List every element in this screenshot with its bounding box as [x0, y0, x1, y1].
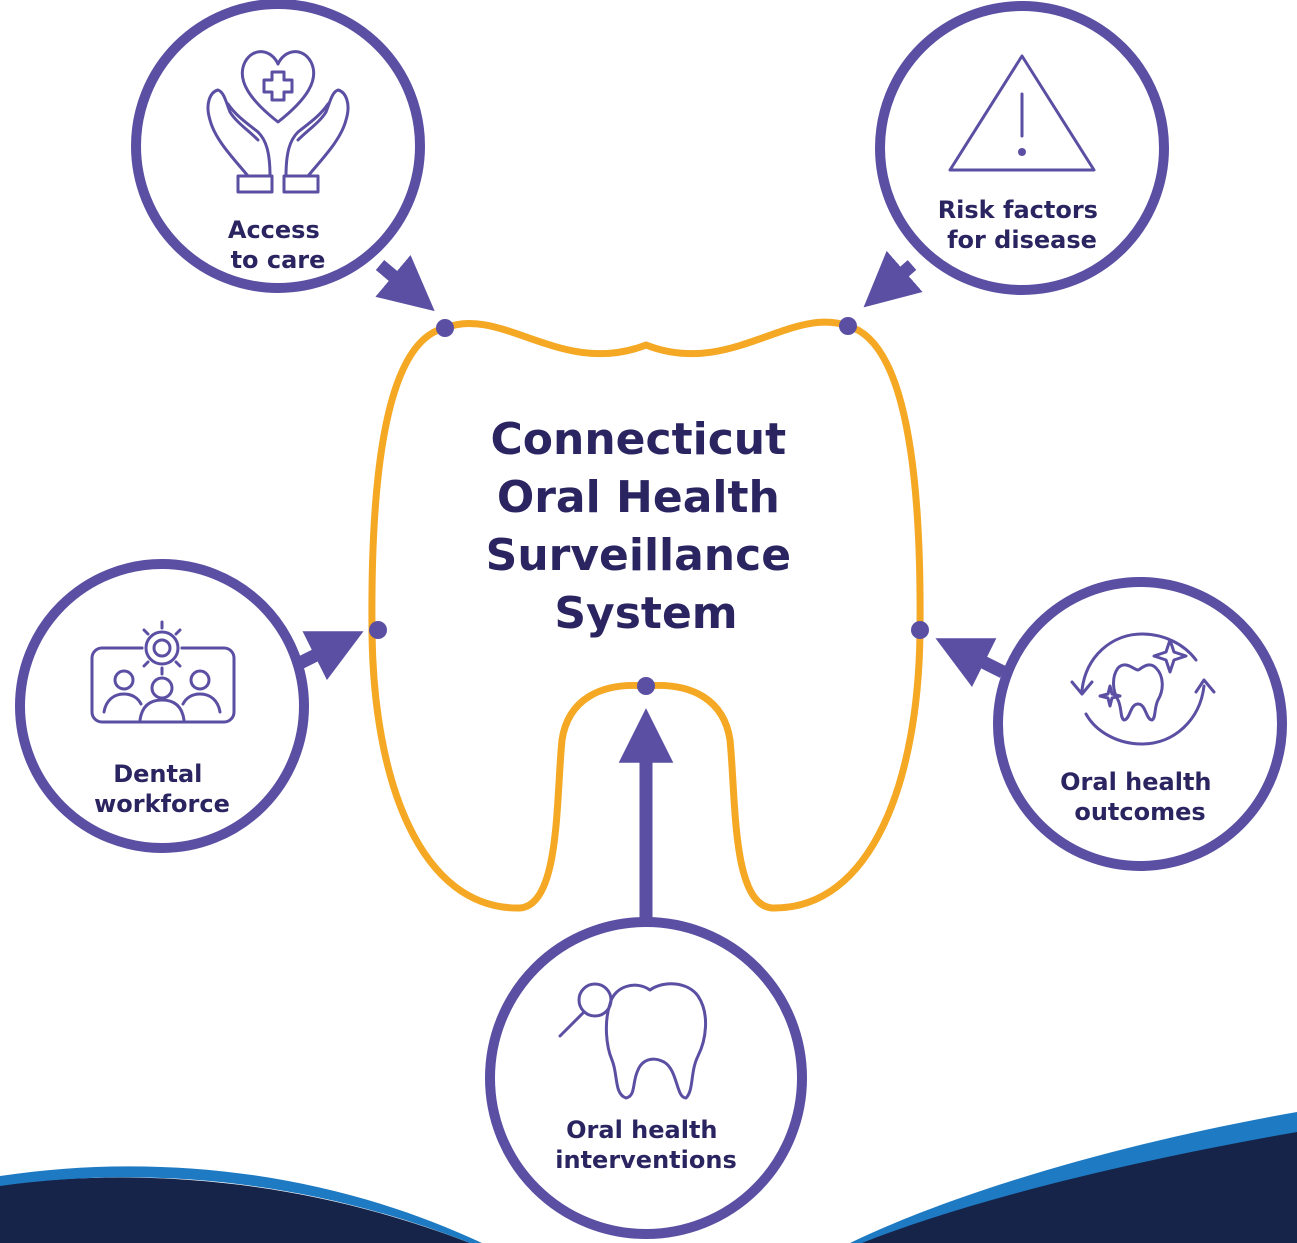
node-label-line: to care: [231, 246, 326, 274]
tooth-contact-points: [369, 317, 929, 695]
contact-point: [436, 319, 454, 337]
center-title-line: Oral Health: [497, 472, 780, 523]
tooth-magnifier-icon: [558, 982, 708, 1100]
node-circle: [131, 0, 425, 293]
arrow-workforce: [297, 631, 364, 681]
node-label: Access to care: [228, 216, 328, 274]
node-oral-health-interventions: Oral health interventions: [485, 917, 807, 1239]
center-title-line: System: [554, 588, 737, 639]
node-label-line: workforce: [94, 790, 230, 818]
team-gear-icon: [90, 620, 236, 724]
center-title-line: Connecticut: [491, 414, 787, 465]
node-circle: [993, 577, 1287, 871]
node-dental-workforce: Dental workforce: [15, 559, 309, 853]
node-label: Oral health outcomes: [1060, 768, 1220, 826]
tooth-cycle-sparkle-icon: [1070, 632, 1216, 746]
hands-heart-cross-icon: [206, 50, 350, 194]
node-label-line: Oral health: [1060, 768, 1211, 796]
contact-point: [637, 677, 655, 695]
wave-blue-right: [850, 1112, 1297, 1243]
node-label-line: interventions: [555, 1146, 736, 1174]
node-circle: [15, 559, 309, 853]
node-label-line: Oral health: [566, 1116, 717, 1144]
wave-blue-left: [0, 1166, 482, 1243]
wave-navy-right: [860, 1130, 1297, 1243]
node-oral-health-outcomes: Oral health outcomes: [993, 577, 1287, 871]
node-access-to-care: Access to care: [131, 0, 425, 293]
contact-point: [369, 621, 387, 639]
connector-arrows: [297, 250, 1006, 922]
contact-point: [839, 317, 857, 335]
node-label-line: for disease: [947, 226, 1097, 254]
contact-point: [911, 621, 929, 639]
arrow-access: [375, 255, 435, 312]
node-label-line: outcomes: [1074, 798, 1205, 826]
node-risk-factors: Risk factors for disease: [875, 1, 1169, 295]
center-title: Connecticut Oral Health Surveillance Sys…: [486, 414, 807, 639]
arrow-risk: [863, 250, 923, 308]
center-title-line: Surveillance: [486, 530, 791, 581]
node-label: Oral health interventions: [555, 1116, 736, 1174]
node-label: Risk factors for disease: [938, 196, 1107, 254]
node-label-line: Dental: [113, 760, 202, 788]
node-label-line: Access: [228, 216, 320, 244]
arrow-outcomes: [935, 638, 1006, 688]
bottom-wave-decoration: [0, 1112, 1297, 1243]
tooth-outline: [368, 318, 924, 912]
node-label-line: Risk factors: [938, 196, 1098, 224]
wave-navy-left: [0, 1177, 470, 1243]
node-label: Dental workforce: [94, 760, 230, 818]
node-circle: [485, 917, 807, 1239]
warning-triangle-icon: [948, 54, 1096, 172]
